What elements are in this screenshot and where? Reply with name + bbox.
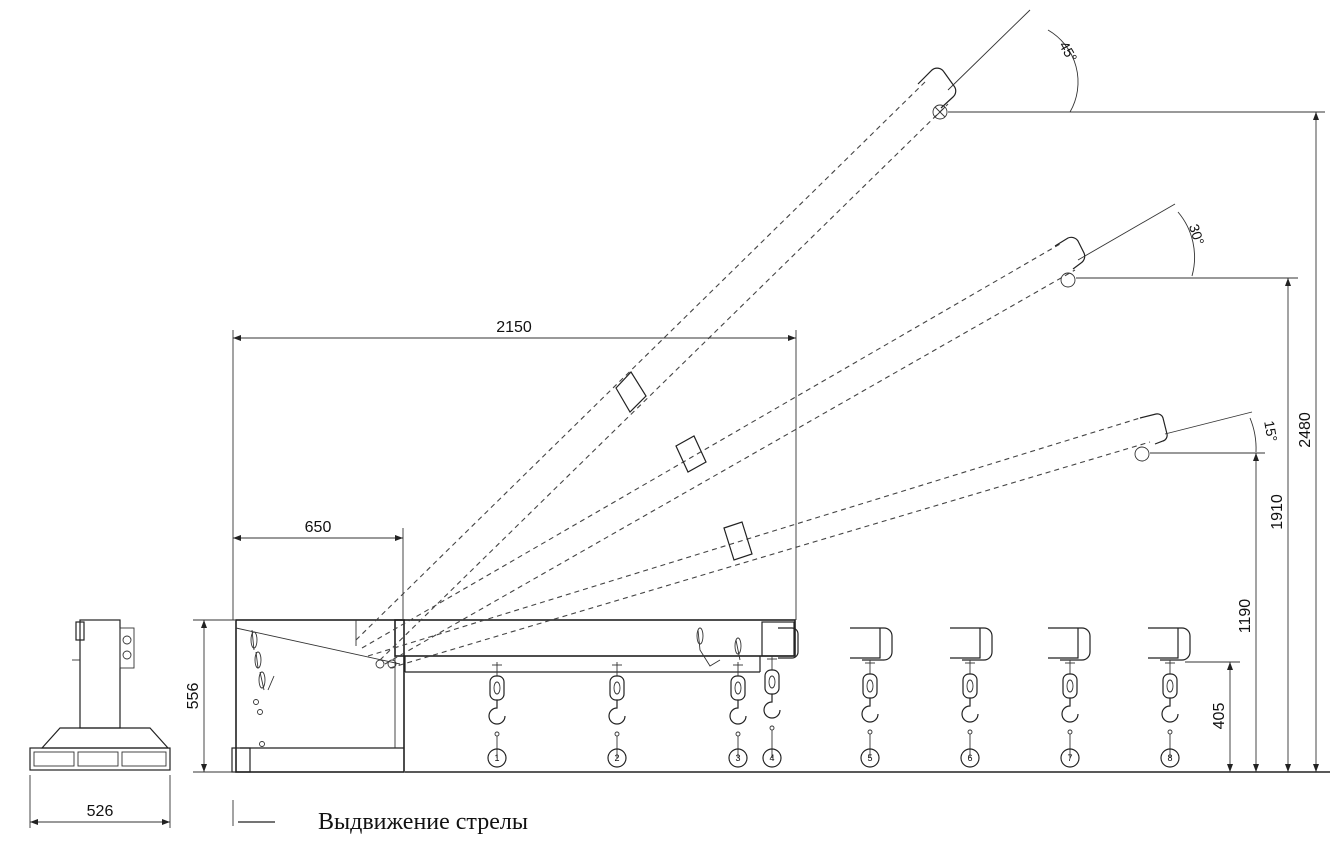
hook-number: 4 <box>769 753 774 763</box>
dim-2480: 2480 <box>1297 412 1314 448</box>
angle-45-label: 45° <box>1056 38 1080 64</box>
legend-caption: Выдвижение стрелы <box>318 809 528 835</box>
dim-526: 526 <box>87 803 114 820</box>
dim-1190: 1190 <box>1237 599 1254 634</box>
dim-2150: 2150 <box>496 319 532 336</box>
hook-number: 2 <box>614 753 619 763</box>
boom-45 <box>355 9 1079 661</box>
dimension-height-45 <box>948 111 1325 772</box>
hook-1: 1 <box>487 662 507 768</box>
boom-15 <box>367 411 1257 669</box>
angle-30-label: 30° <box>1186 222 1208 247</box>
dim-556: 556 <box>185 683 202 710</box>
horizontal-boom <box>394 619 799 673</box>
dimension-height-15 <box>1150 452 1265 772</box>
dimension-hook-height <box>1185 661 1240 772</box>
hook-number: 8 <box>1167 753 1172 763</box>
hook-number: 6 <box>967 753 972 763</box>
end-view <box>29 619 171 771</box>
hook-number: 1 <box>494 753 499 763</box>
dim-1910: 1910 <box>1269 494 1286 530</box>
hook-7: 7 <box>1060 660 1080 768</box>
dimension-height-30 <box>1076 277 1298 772</box>
hook-5: 5 <box>860 660 880 768</box>
hook-3: 3 <box>728 662 748 768</box>
hook-number: 5 <box>867 753 872 763</box>
dim-405: 405 <box>1211 703 1228 730</box>
boom-30 <box>361 203 1196 665</box>
hook-number: 7 <box>1067 753 1072 763</box>
hook-8: 8 <box>1160 660 1180 768</box>
extension-stubs <box>850 627 1191 661</box>
hook-positions: 1 2 3 4 5 6 7 8 <box>487 656 1180 768</box>
hook-6: 6 <box>960 660 980 768</box>
hook-2: 2 <box>607 662 627 768</box>
dimension-boom-length <box>232 330 797 620</box>
angle-15-label: 15° <box>1261 419 1280 443</box>
dimension-foot-width <box>29 775 171 828</box>
hook-number: 3 <box>735 753 740 763</box>
dimension-base-height <box>193 619 235 773</box>
dim-650: 650 <box>305 519 332 536</box>
crane-frame <box>231 619 405 773</box>
hook-4: 4 <box>762 656 782 768</box>
dimension-base-length <box>233 528 404 620</box>
legend <box>232 800 275 826</box>
